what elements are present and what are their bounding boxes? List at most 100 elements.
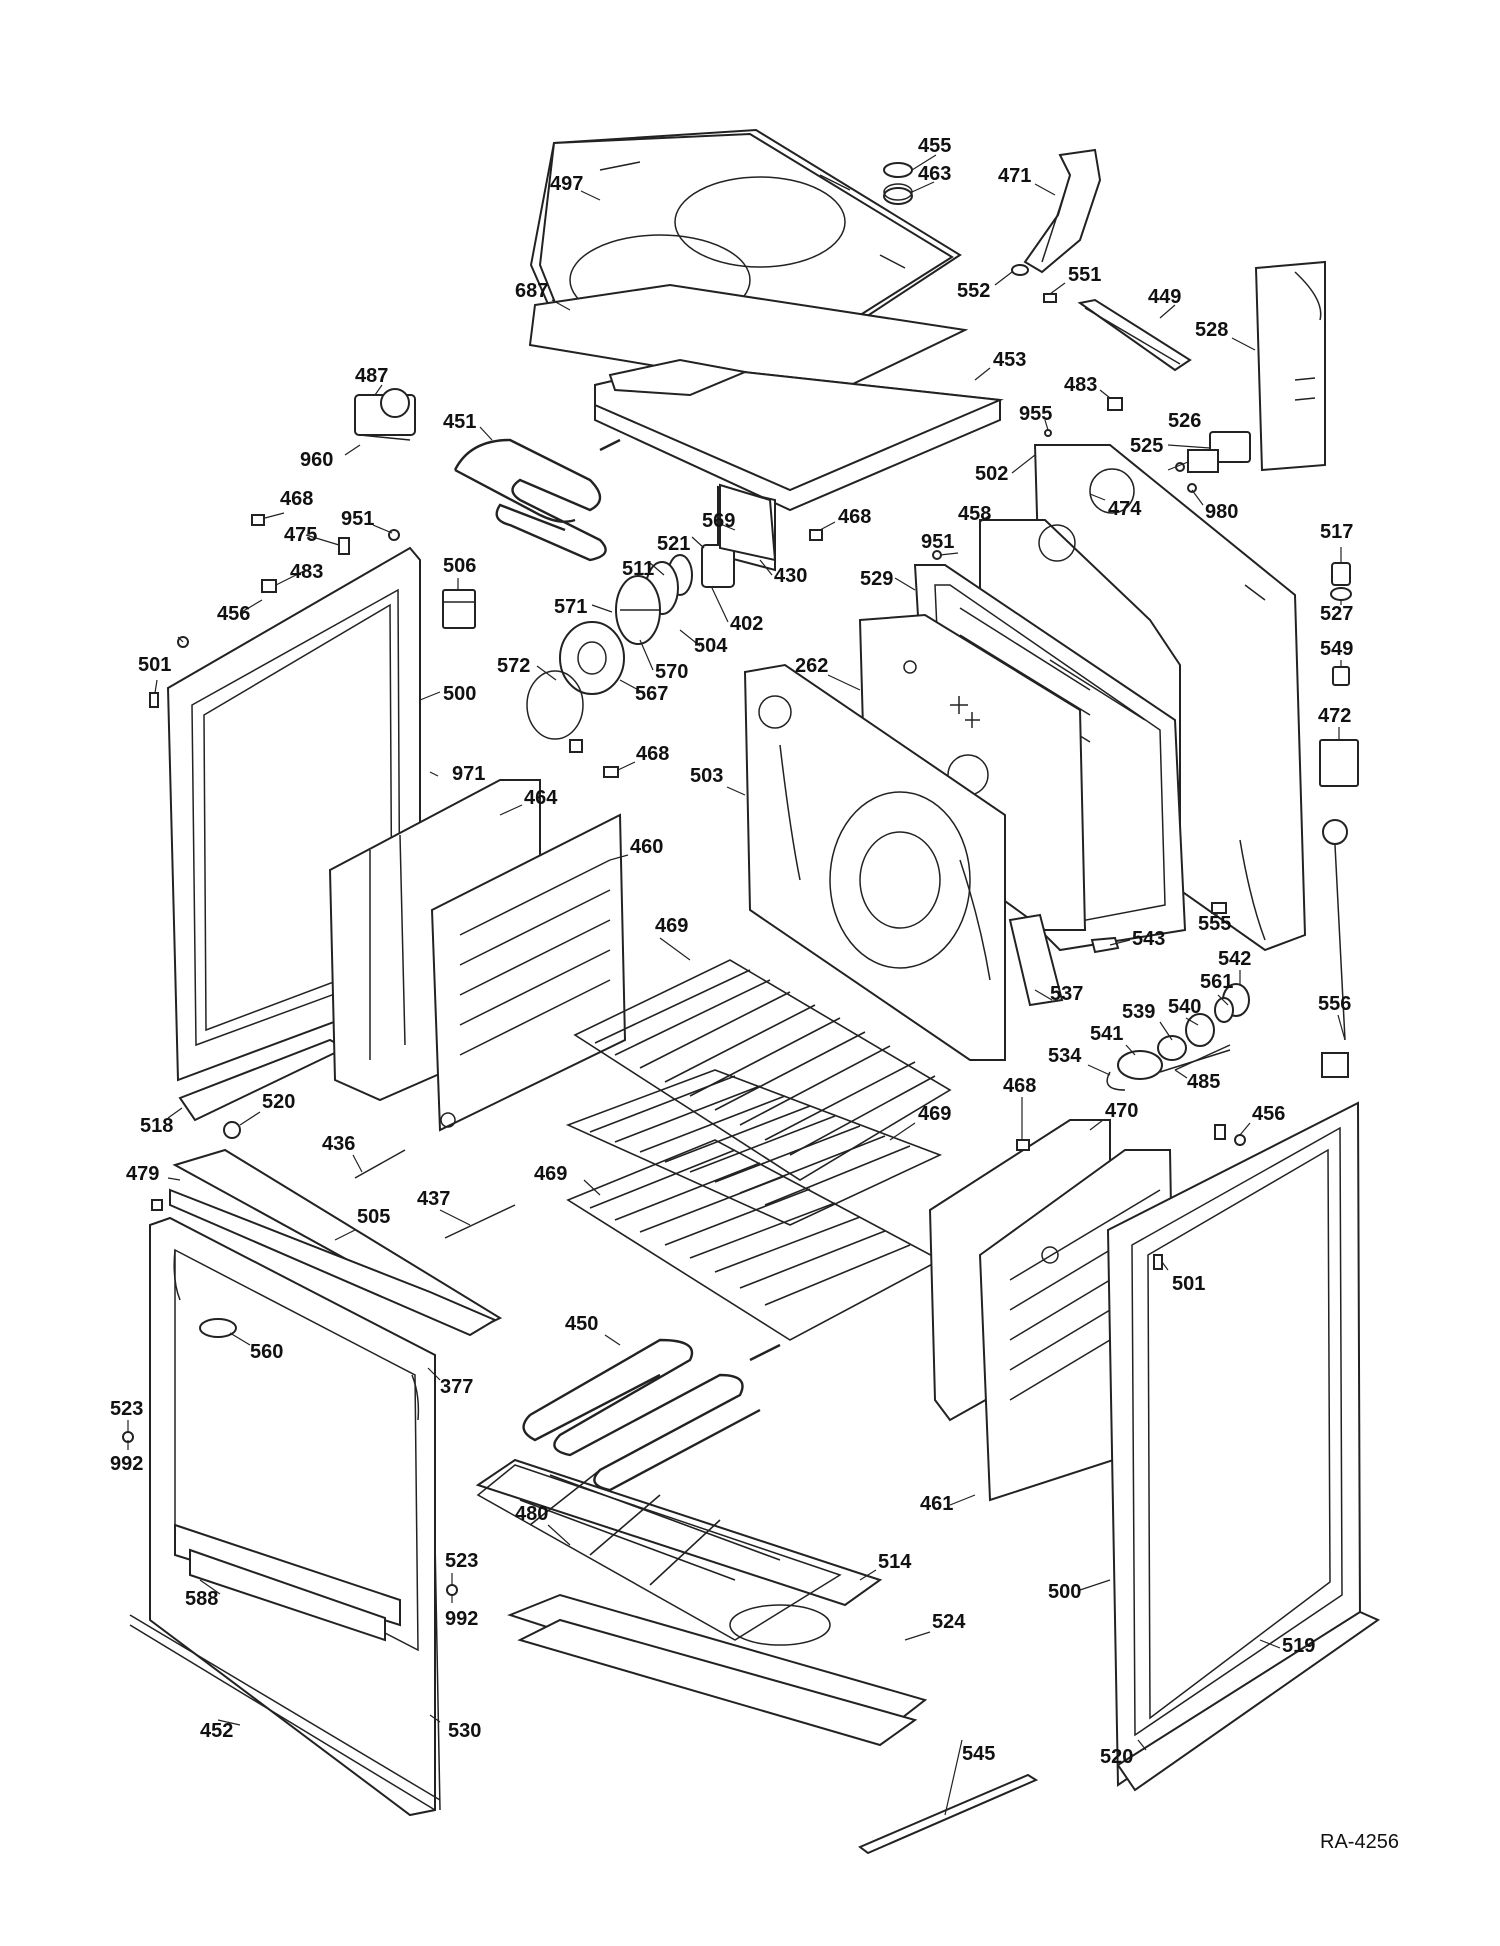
leader-lines — [127, 154, 1346, 1816]
callout-560: 560 — [250, 1341, 283, 1363]
callout-402: 402 — [730, 613, 763, 635]
oven-rack-lower-part — [566, 1139, 942, 1341]
callout-551: 551 — [1068, 264, 1101, 286]
oven-bottom-pan-part — [507, 1593, 928, 1747]
bottom-trim-part — [129, 1614, 441, 1811]
callout-520-a: 520 — [262, 1091, 295, 1113]
front-frame-top-part — [151, 1148, 503, 1371]
callout-451: 451 — [443, 411, 476, 433]
callout-588: 588 — [185, 1588, 218, 1610]
callout-500-b: 500 — [1048, 1581, 1081, 1603]
callout-687: 687 — [515, 280, 548, 302]
callout-472: 472 — [1318, 705, 1351, 727]
callout-519: 519 — [1282, 1635, 1315, 1657]
callout-labels: 455 463 497 471 552 551 449 528 687 453 … — [110, 135, 1353, 1768]
callout-523-b: 523 — [445, 1550, 478, 1572]
callout-526: 526 — [1168, 410, 1201, 432]
bake-element-part — [522, 1338, 781, 1492]
callout-470: 470 — [1105, 1100, 1138, 1122]
callout-458: 458 — [958, 503, 991, 525]
callout-556: 556 — [1318, 993, 1351, 1015]
callout-951-a: 951 — [341, 508, 374, 530]
callout-464: 464 — [524, 787, 558, 809]
callout-571: 571 — [554, 596, 587, 618]
callout-483-upper: 483 — [1064, 374, 1097, 396]
timer-switch-part — [354, 388, 416, 441]
callout-469-b: 469 — [918, 1103, 951, 1125]
clip-part — [1011, 264, 1057, 303]
callout-377: 377 — [440, 1376, 473, 1398]
callout-455: 455 — [918, 135, 951, 157]
callout-524: 524 — [932, 1611, 966, 1633]
callout-469-c: 469 — [534, 1163, 567, 1185]
callout-485: 485 — [1187, 1071, 1220, 1093]
callout-474: 474 — [1108, 498, 1142, 520]
broil-element-part — [453, 438, 621, 562]
element-guard-part — [475, 1458, 883, 1641]
callout-540: 540 — [1168, 996, 1201, 1018]
callout-960: 960 — [300, 449, 333, 471]
wire-harness-part — [1159, 1049, 1231, 1073]
callout-456-a: 456 — [217, 603, 250, 625]
callout-539: 539 — [1122, 1001, 1155, 1023]
callout-527: 527 — [1320, 603, 1353, 625]
callout-480: 480 — [515, 1503, 548, 1525]
callout-528: 528 — [1195, 319, 1228, 341]
fan-shield-part — [719, 483, 777, 562]
callout-530: 530 — [448, 1720, 481, 1742]
drawing-reference-code: RA-4256 — [1320, 1831, 1399, 1853]
oven-rack-upper-part — [573, 959, 952, 1181]
callout-503: 503 — [690, 765, 723, 787]
callout-468-d: 468 — [1003, 1075, 1036, 1097]
callout-555: 555 — [1198, 913, 1231, 935]
callout-517: 517 — [1320, 521, 1353, 543]
callout-541: 541 — [1090, 1023, 1123, 1045]
left-side-liner-part — [328, 779, 627, 1132]
callout-497: 497 — [550, 173, 583, 195]
callout-569: 569 — [702, 510, 735, 532]
callout-518: 518 — [140, 1115, 173, 1137]
callout-567: 567 — [635, 683, 668, 705]
callout-456-b: 456 — [1252, 1103, 1285, 1125]
callout-520-b: 520 — [1100, 1746, 1133, 1768]
callout-430: 430 — [774, 565, 807, 587]
callout-479: 479 — [126, 1163, 159, 1185]
callout-534: 534 — [1048, 1045, 1082, 1067]
callout-529: 529 — [860, 568, 893, 590]
callout-501-b: 501 — [1172, 1273, 1205, 1295]
bottom-trim-strip-part — [1008, 913, 1064, 1007]
callout-514: 514 — [878, 1551, 912, 1573]
ring-part — [883, 162, 913, 205]
callout-501-a: 501 — [138, 654, 171, 676]
callout-449: 449 — [1148, 286, 1181, 308]
callout-523-a: 523 — [110, 1398, 143, 1420]
callout-483-lower: 483 — [290, 561, 323, 583]
insulation-pad-part — [442, 589, 476, 629]
rear-cover-panel-part — [1254, 260, 1326, 472]
callout-436: 436 — [322, 1133, 355, 1155]
callout-549: 549 — [1320, 638, 1353, 660]
bracket-clip-part — [1090, 902, 1227, 954]
callout-461: 461 — [920, 1493, 953, 1515]
callout-955: 955 — [1019, 403, 1052, 425]
oven-side-liner-part — [743, 663, 1006, 1061]
callout-525: 525 — [1130, 435, 1163, 457]
callout-505: 505 — [357, 1206, 390, 1228]
callout-572: 572 — [497, 655, 530, 677]
callout-468-a: 468 — [280, 488, 313, 510]
callout-262: 262 — [795, 655, 828, 677]
callout-971: 971 — [452, 763, 485, 785]
callout-504: 504 — [694, 635, 728, 657]
callout-545: 545 — [962, 1743, 995, 1765]
callout-543: 543 — [1132, 928, 1165, 950]
callout-453: 453 — [993, 349, 1026, 371]
insulation-sheet-part — [528, 283, 969, 397]
callout-502: 502 — [975, 463, 1008, 485]
callout-992-a: 992 — [110, 1453, 143, 1475]
callout-437: 437 — [417, 1188, 450, 1210]
callout-511: 511 — [622, 558, 654, 580]
rod-parts — [354, 1149, 516, 1239]
callout-471: 471 — [998, 165, 1031, 187]
terminal-block-part — [1044, 429, 1251, 493]
